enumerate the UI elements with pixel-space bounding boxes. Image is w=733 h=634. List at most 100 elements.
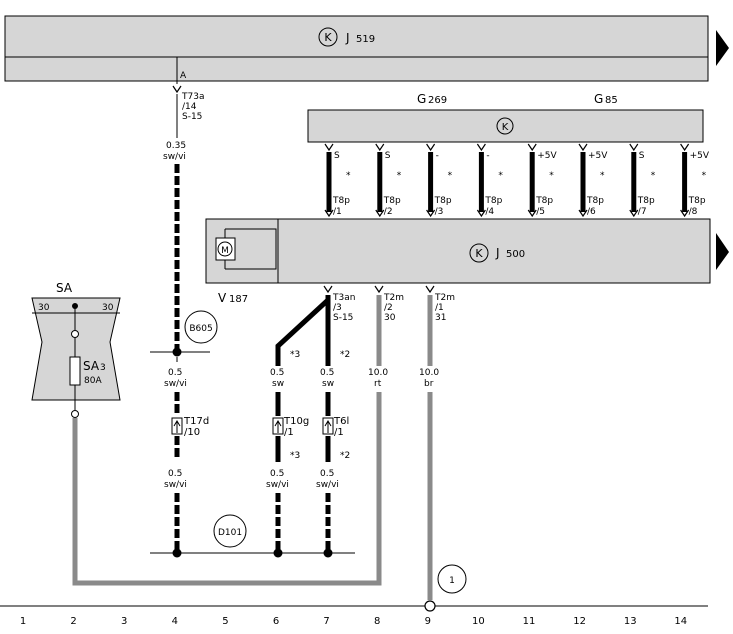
t8p-arrow-bottom [375,209,385,218]
t8p-arrow-bottom [578,209,588,218]
t8p-arrow-top [476,143,486,152]
t8p-mark: * [346,171,351,181]
t8p-pin: /2 [384,207,393,217]
t2m-30-line3: 30 [384,313,396,323]
j519-pin-a: A [180,71,187,81]
w9-size: 10.0 [419,368,439,378]
d101-label: D101 [218,528,242,538]
t8p-arrow-bottom [426,209,436,218]
t10g-line1: T10g [283,416,309,427]
t8p-arrow-top [324,143,334,152]
w4-upper-color: sw/vi [164,379,187,389]
t2m-31-line1: T2m [434,293,455,303]
t8p-signal: S [639,151,645,161]
t8p-arrow-top [629,143,639,152]
g-sensor-unit: K [307,109,704,143]
t2m-30-line1: T2m [383,293,404,303]
j500-sub: 500 [506,249,525,260]
w6-upper-color: sw [272,379,284,389]
j500-name: J [495,246,500,260]
t8p-conn: T8p [535,196,553,206]
wire-column-9: T2m /1 31 10.0 br 1 [419,285,467,600]
j519-k-label: K [324,31,332,44]
t17d-connector-icon [171,417,183,435]
g-k-symbol [496,117,514,135]
column-number: 8 [374,616,380,627]
wire-035-size: 0.35 [166,141,186,151]
t8p-signal: S [334,151,340,161]
t8p-pin: /5 [536,207,545,217]
t8p-conn: T8p [688,196,706,206]
g85-sub: 85 [605,95,618,106]
t8p-pin: /3 [435,207,444,217]
t8p-mark: * [600,171,605,181]
column-number: 11 [523,616,536,627]
t8p-wire-group: S*T8p/1S*T8p/2-*T8p/3-*T8p/4+5V*T8p/5+5V… [324,143,710,218]
note-2-upper: *2 [340,350,350,360]
w7-lower-size: 0.5 [320,469,334,479]
ground-point-node [424,600,436,612]
sa3-sub: 3 [100,363,106,373]
w9-color: br [424,379,434,389]
node-b605 [172,347,182,357]
note-3-upper: *3 [290,350,300,360]
t8p-conn: T8p [484,196,502,206]
g85-name: G [594,92,603,106]
sa-left-30: 30 [38,303,50,313]
t8p-pin: /4 [485,207,494,217]
t8p-conn: T8p [434,196,452,206]
t2m-31-line2: /1 [435,303,444,313]
note-3-lower: *3 [290,451,300,461]
column-number: 1 [20,616,26,627]
g269-name: G [417,92,426,106]
t73a-line2: /14 [182,102,197,112]
w6-lower-size: 0.5 [270,469,284,479]
t8p-signal: +5V [690,151,710,161]
w8-color: rt [374,379,382,389]
j519-sub: 519 [356,34,375,45]
t8p-mark: * [549,171,554,181]
t8p-signal: +5V [588,151,608,161]
t6l-line2: /1 [334,427,344,438]
wire-column-4: T73a /14 S-15 0.35 sw/vi B605 0.5 sw/vi … [150,57,218,553]
t8p-pin: /1 [333,207,342,217]
j500-continue-arrow [716,233,729,270]
t8p-mark: * [448,171,453,181]
t8p-mark: * [651,171,656,181]
t8p-arrow-top [527,143,537,152]
t8p-signal: S [385,151,391,161]
t8p-pin: /6 [587,207,596,217]
motor-symbol [217,241,233,257]
ground-bus-d101: D101 [150,514,355,558]
t8p-arrow-bottom [324,209,334,218]
column-number: 2 [70,616,76,627]
sa-right-30: 30 [102,303,114,313]
j500-k-symbol [469,243,489,263]
t2m-31-line3: 31 [435,313,446,323]
d101-connection-circle [213,514,247,548]
t3an-line2: /3 [333,303,342,313]
column-number: 10 [472,616,485,627]
w7-upper-color: sw [322,379,334,389]
sa3-name: SA [83,359,100,373]
t8p-conn: T8p [383,196,401,206]
wire-035-color: sw/vi [163,152,186,162]
motor-m-label: M [221,246,229,256]
ground-1-label: 1 [449,576,455,586]
t8p-mark: * [397,171,402,181]
ground-1-circle [437,564,467,594]
t8p-arrow-bottom [476,209,486,218]
t8p-arrow-top [578,143,588,152]
column-number: 13 [624,616,637,627]
sa-fuse-box: 30 30 SA 3 80A [31,297,121,418]
t10g-line2: /1 [284,427,294,438]
column-number: 9 [425,616,431,627]
sa3-rating: 80A [84,376,102,386]
t8p-signal: - [436,151,439,161]
t2m-30-line2: /2 [384,303,393,313]
j519-name: J [345,31,350,45]
b605-connection-circle [184,310,218,344]
g269-sub: 269 [428,95,447,106]
